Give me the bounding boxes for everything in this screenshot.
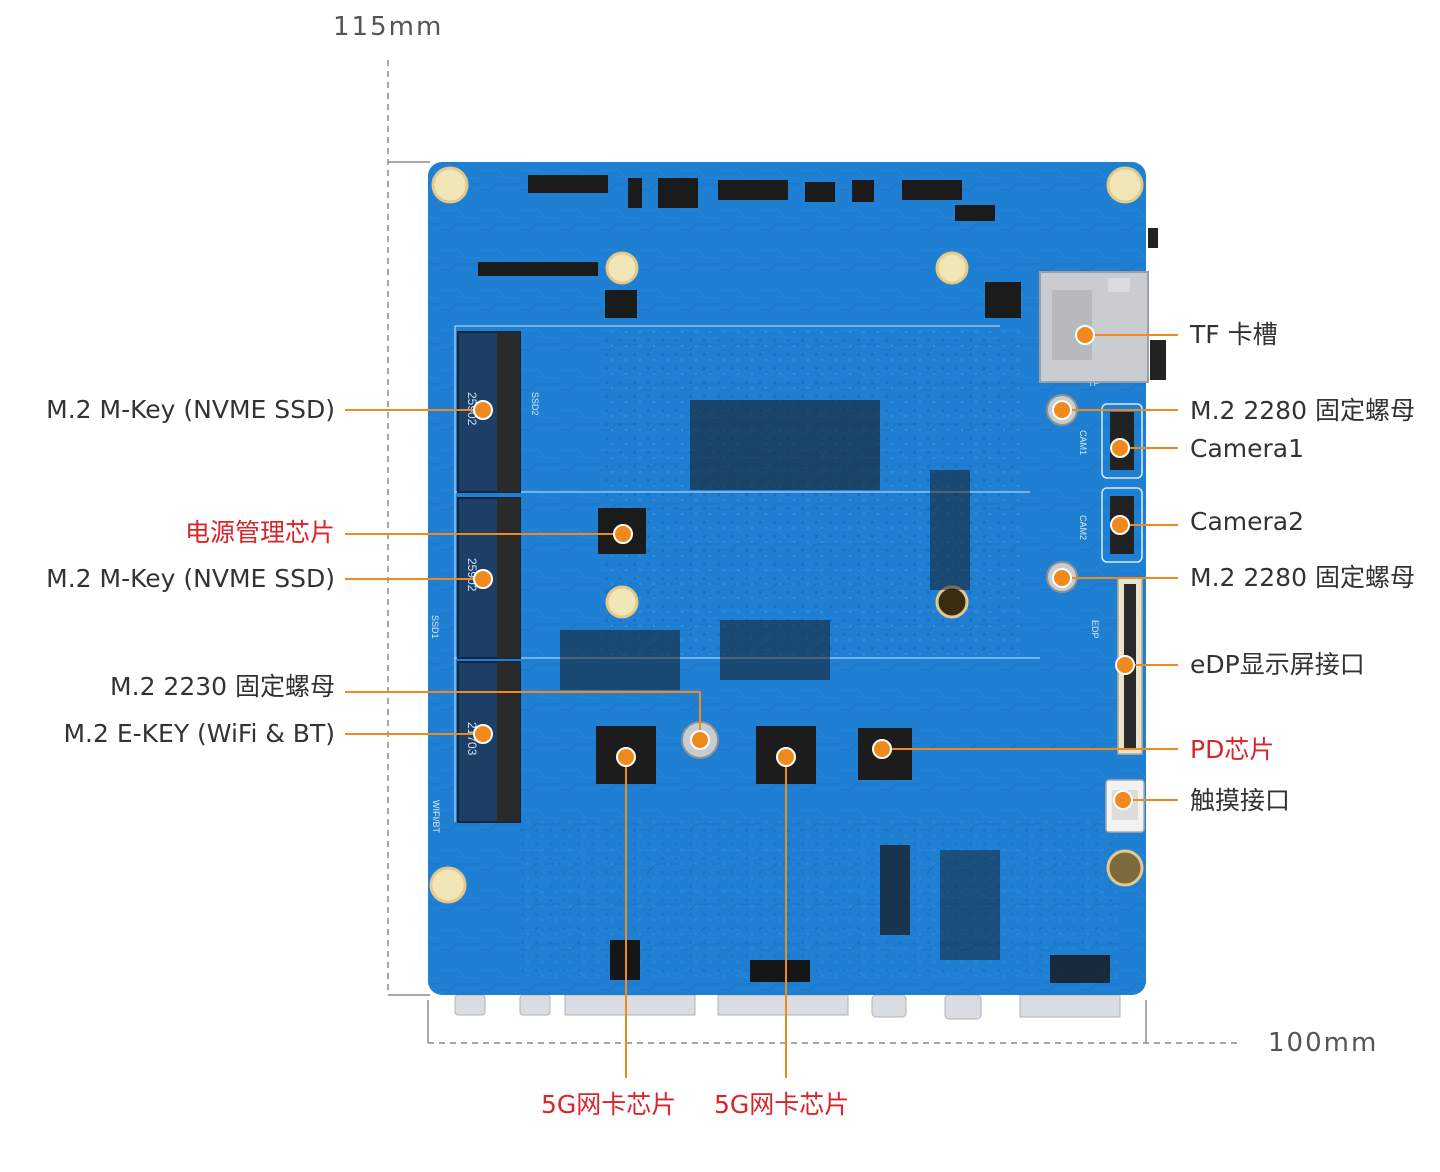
height-dimension-line — [387, 60, 430, 996]
label-5g-nic-chip-1: 5G网卡芯片 — [541, 1090, 677, 1119]
label-m2-2280-nut-2: M.2 2280 固定螺母 — [1190, 563, 1415, 592]
m2-slot-3: 21703 — [457, 661, 521, 823]
label-m2-mkey-1: M.2 M-Key (NVME SSD) — [46, 395, 335, 424]
label-m2-2230-nut: M.2 2230 固定螺母 — [110, 672, 335, 701]
tf-card-slot — [1039, 271, 1149, 383]
silk-cam1: CAM1 — [1078, 430, 1088, 455]
label-edp-connector: eDP显示屏接口 — [1190, 650, 1365, 679]
leader-dots — [473, 325, 1135, 810]
bottom-connectors — [454, 994, 1121, 1020]
silk-cam2: CAM2 — [1078, 515, 1088, 540]
width-dimension-label: 100mm — [1268, 1028, 1379, 1058]
side-connectors — [1148, 228, 1166, 380]
label-touch-connector: 触摸接口 — [1190, 786, 1291, 815]
silk-edp: EDP — [1090, 620, 1100, 639]
height-dimension-label: 115mm — [333, 12, 444, 42]
slot-1-silk: 25902 — [465, 392, 479, 426]
silk-ssd1: SSD1 — [430, 615, 440, 639]
label-m2-mkey-2: M.2 M-Key (NVME SSD) — [46, 564, 335, 593]
silk-ssd2: SSD2 — [530, 392, 540, 416]
top-components — [478, 175, 1021, 318]
label-m2-2280-nut-1: M.2 2280 固定螺母 — [1190, 396, 1415, 425]
label-tf-card-slot: TF 卡槽 — [1190, 320, 1278, 349]
label-camera2: Camera2 — [1190, 507, 1305, 536]
width-dimension-line — [427, 1000, 1240, 1044]
m2-slot-1: 25902 — [457, 331, 521, 493]
label-power-management-chip: 电源管理芯片 — [184, 518, 335, 547]
label-5g-nic-chip-2: 5G网卡芯片 — [714, 1090, 850, 1119]
silk-wifi: WIFI/BT — [431, 800, 441, 833]
mounting-holes — [429, 166, 1144, 904]
label-m2-ekey: M.2 E-KEY (WiFi & BT) — [63, 719, 335, 748]
pcb-board — [428, 162, 1146, 995]
label-pd-chip: PD芯片 — [1190, 735, 1275, 764]
misc-components — [560, 400, 1110, 983]
label-camera1: Camera1 — [1190, 434, 1305, 463]
